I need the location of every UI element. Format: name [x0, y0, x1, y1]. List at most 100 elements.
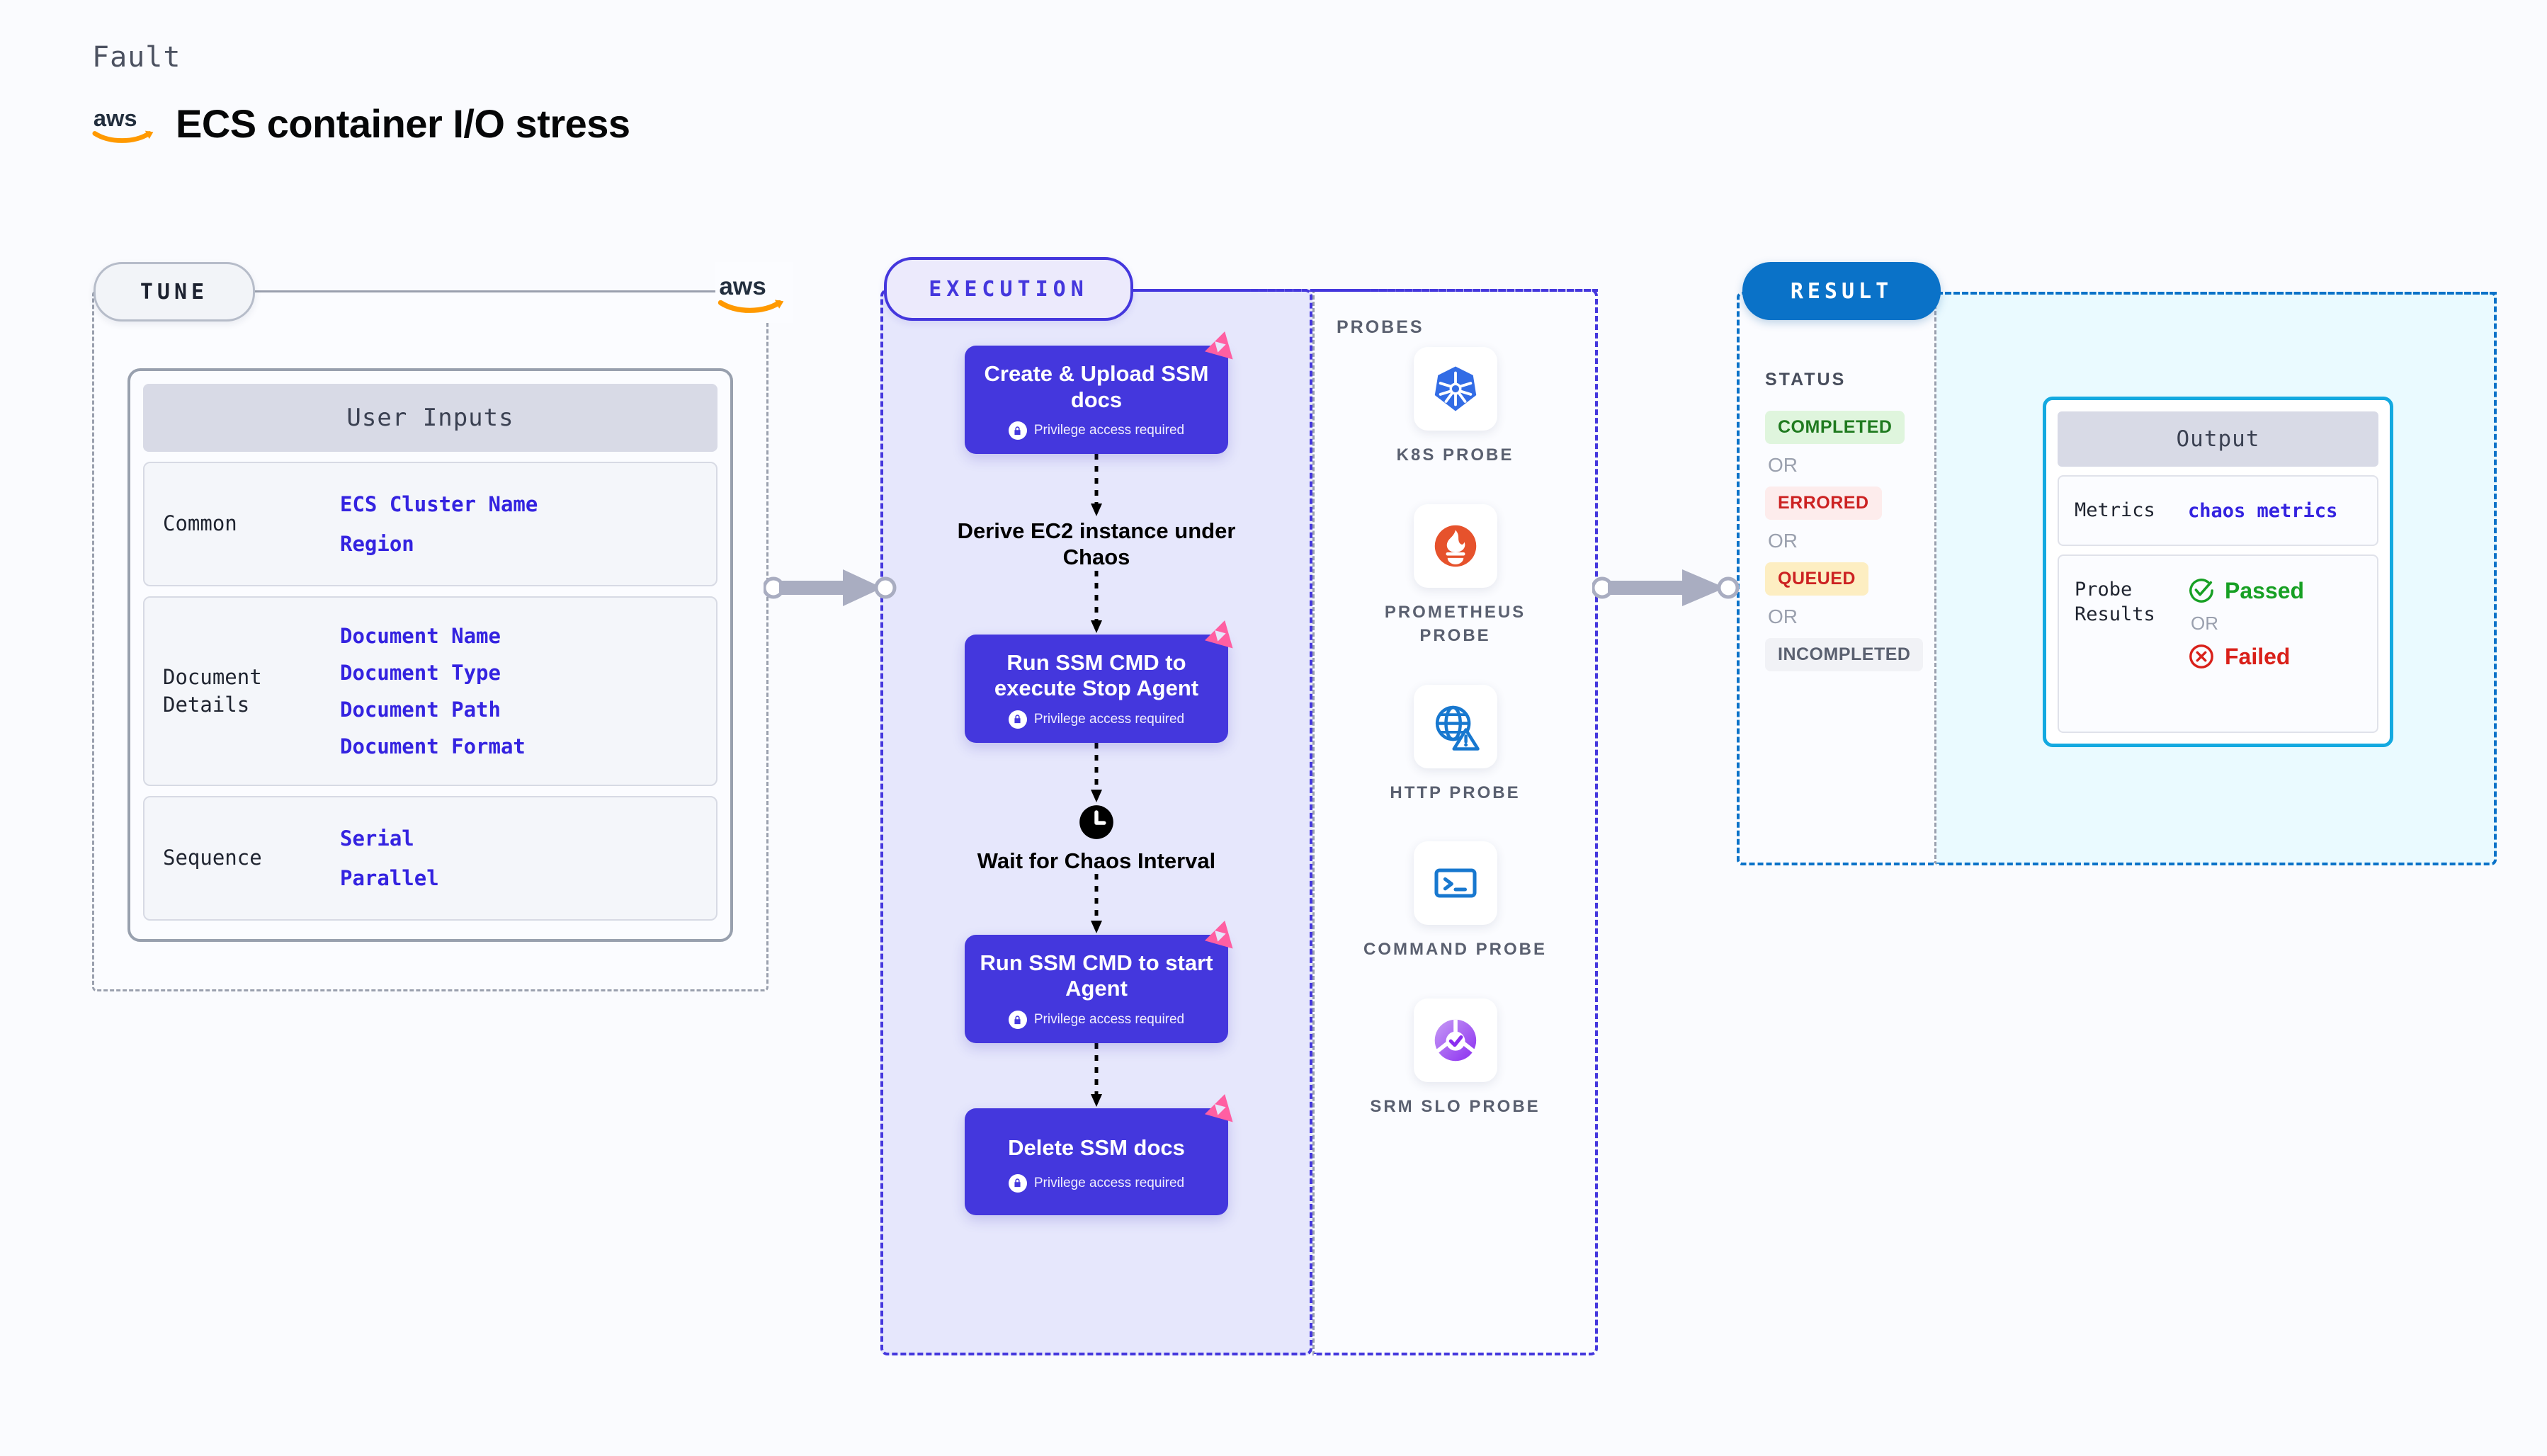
metrics-value[interactable]: chaos metrics — [2188, 499, 2338, 522]
probe-label: COMMAND PROBE — [1363, 940, 1547, 960]
result-pill[interactable]: RESULT — [1742, 262, 1941, 320]
arrow-execution-to-result — [1592, 569, 1740, 606]
status-badge-queued: QUEUED — [1765, 562, 1868, 596]
flow-connector — [880, 742, 1312, 804]
privilege-text: Privilege access required — [1033, 1175, 1185, 1190]
flow-connector — [880, 570, 1312, 635]
step-label-wait-for-chaos-interval: Wait for Chaos Interval — [977, 848, 1216, 873]
probe-label: SRM SLO PROBE — [1370, 1096, 1541, 1116]
step-privilege-note: Privilege access required — [976, 1173, 1217, 1193]
or-separator: OR — [2191, 613, 2218, 634]
litmus-logo-icon — [1204, 920, 1233, 949]
execution-flow: Create & Upload SSM docs Privilege acces… — [880, 289, 1312, 1215]
input-value[interactable]: Region — [340, 532, 414, 556]
tune-connector-line — [254, 290, 728, 292]
user-inputs-card: User Inputs Common ECS Cluster Name Regi… — [127, 368, 733, 942]
probe-item-prometheus[interactable]: PROMETHEUS PROBE — [1363, 504, 1548, 648]
probe-result-passed: Passed — [2188, 577, 2304, 604]
flow-connector — [880, 454, 1312, 518]
probes-caption: PROBES — [1337, 317, 1424, 337]
arrow-tune-to-execution — [764, 569, 897, 606]
probe-results-label: Probe Results — [2075, 579, 2155, 626]
status-list: COMPLETED OR ERRORED OR QUEUED OR INCOMP… — [1765, 411, 1924, 671]
privilege-text: Privilege access required — [1033, 423, 1185, 438]
x-circle-icon — [2189, 644, 2213, 669]
input-value[interactable]: Parallel — [340, 866, 439, 890]
privilege-text: Privilege access required — [1033, 711, 1185, 727]
input-group-label: Sequence — [163, 846, 262, 870]
litmus-logo-icon — [1204, 1093, 1233, 1122]
output-row-probe-results: Probe Results Passed OR Failed — [2058, 554, 2378, 733]
check-circle-icon — [2189, 579, 2213, 603]
probe-result-failed: Failed — [2188, 643, 2304, 670]
terminal-icon — [1413, 841, 1497, 926]
or-separator: OR — [1768, 530, 1798, 552]
input-group-sequence: Sequence Serial Parallel — [143, 796, 717, 921]
status-badge-incompleted: INCOMPLETED — [1765, 638, 1924, 671]
user-inputs-title: User Inputs — [143, 384, 717, 452]
step-title: Delete SSM docs — [1008, 1135, 1185, 1161]
input-group-document-details: Document Details Document Name Document … — [143, 596, 717, 786]
flow-connector — [880, 1043, 1312, 1108]
step-privilege-note: Privilege access required — [976, 1011, 1217, 1030]
srm-slo-icon — [1413, 998, 1497, 1082]
input-value[interactable]: Document Name — [340, 624, 501, 648]
input-group-label: Document Details — [163, 664, 262, 717]
metrics-label: Metrics — [2075, 499, 2155, 522]
svg-text:aws: aws — [93, 105, 137, 131]
probe-label: PROMETHEUS PROBE — [1384, 602, 1526, 646]
flow-step: Create & Upload SSM docs Privilege acces… — [880, 331, 1312, 455]
probe-item-k8s[interactable]: K8S PROBE — [1363, 347, 1548, 467]
input-value[interactable]: Document Type — [340, 661, 501, 685]
flow-step: Wait for Chaos Interval — [880, 804, 1312, 874]
step-card-create-upload-ssm-docs[interactable]: Create & Upload SSM docs Privilege acces… — [965, 331, 1233, 455]
step-card-run-ssm-cmd-stop-agent[interactable]: Run SSM CMD to execute Stop Agent Privil… — [965, 620, 1233, 743]
step-card-delete-ssm-docs[interactable]: Delete SSM docs Privilege access require… — [965, 1093, 1233, 1215]
flow-connector — [880, 873, 1312, 935]
step-label-derive-ec2-instance: Derive EC2 instance under Chaos — [957, 518, 1236, 570]
title-row: aws ECS container I/O stress — [92, 103, 630, 144]
step-privilege-note: Privilege access required — [976, 710, 1217, 729]
status-badge-errored: ERRORED — [1765, 487, 1882, 520]
input-value[interactable]: ECS Cluster Name — [340, 492, 538, 516]
input-group-label: Common — [163, 511, 237, 536]
probes-list: K8S PROBE PROMETHEUS PROBE — [1312, 347, 1598, 1119]
status-caption: STATUS — [1765, 370, 1847, 389]
probe-item-srm-slo[interactable]: SRM SLO PROBE — [1363, 998, 1548, 1119]
step-privilege-note: Privilege access required — [976, 421, 1217, 440]
output-row-metrics: Metrics chaos metrics — [2058, 475, 2378, 546]
output-title: Output — [2058, 411, 2378, 467]
input-value[interactable]: Serial — [340, 826, 414, 851]
probe-label: K8S PROBE — [1396, 445, 1514, 465]
litmus-logo-icon — [1204, 620, 1233, 649]
step-title: Create & Upload SSM docs — [984, 361, 1209, 412]
or-separator: OR — [1768, 454, 1798, 476]
prometheus-icon — [1413, 504, 1497, 588]
step-card-run-ssm-cmd-start-agent[interactable]: Run SSM CMD to start Agent Privilege acc… — [965, 920, 1233, 1044]
page-header: Fault aws ECS container I/O stress — [92, 41, 630, 144]
clock-icon — [1079, 804, 1113, 839]
input-value[interactable]: Document Path — [340, 698, 501, 722]
failed-label: Failed — [2225, 643, 2291, 669]
status-badge-completed: COMPLETED — [1765, 411, 1905, 444]
litmus-logo-icon — [1204, 331, 1233, 360]
execution-connector-line — [1130, 289, 1598, 292]
flow-step: Delete SSM docs Privilege access require… — [880, 1093, 1312, 1215]
input-value[interactable]: Document Format — [340, 734, 526, 758]
privilege-text: Privilege access required — [1033, 1012, 1185, 1028]
http-globe-icon — [1413, 684, 1497, 768]
execution-pill[interactable]: EXECUTION — [884, 257, 1133, 321]
flow-step: Run SSM CMD to start Agent Privilege acc… — [880, 920, 1312, 1044]
passed-label: Passed — [2225, 577, 2305, 603]
step-title: Run SSM CMD to execute Stop Agent — [994, 649, 1199, 701]
aws-logo-icon: aws — [92, 105, 154, 143]
output-card: Output Metrics chaos metrics Probe Resul… — [2043, 397, 2393, 747]
lock-icon — [1008, 421, 1027, 440]
tune-pill[interactable]: TUNE — [93, 262, 255, 322]
kubernetes-icon — [1413, 347, 1497, 431]
svg-text:aws: aws — [719, 273, 766, 300]
probes-panel — [1312, 289, 1598, 1355]
probe-item-http[interactable]: HTTP PROBE — [1363, 684, 1548, 805]
probe-item-command[interactable]: COMMAND PROBE — [1363, 841, 1548, 962]
